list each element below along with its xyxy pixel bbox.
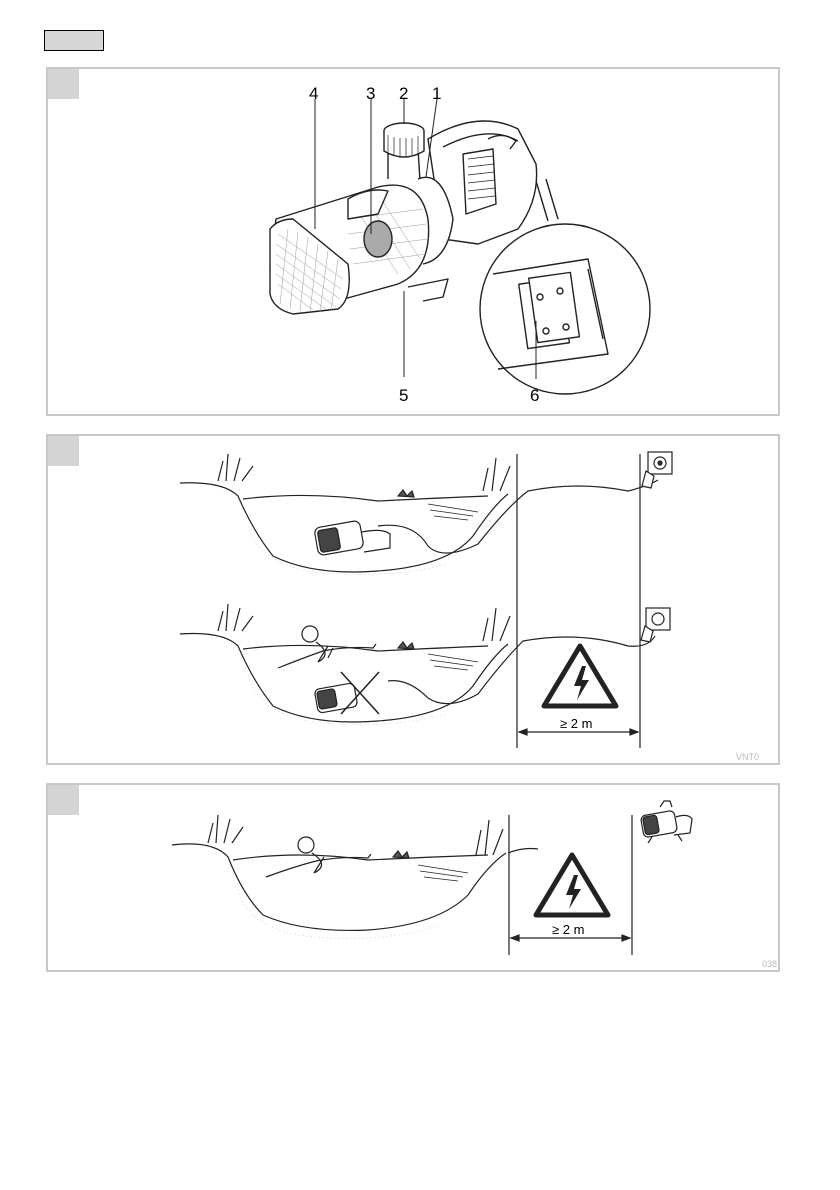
callout-4: 4 <box>309 84 318 103</box>
figure-pond-safety-distance: ≥ 2 m VNT0 <box>46 434 780 765</box>
image-code: 038 <box>762 959 777 969</box>
distance-label: ≥ 2 m <box>552 922 584 937</box>
callout-3: 3 <box>366 84 375 103</box>
pond-safety-illustration: ≥ 2 m <box>48 436 778 763</box>
distance-label: ≥ 2 m <box>560 716 592 731</box>
figure-pump-components: 4 3 2 1 5 6 <box>46 67 780 416</box>
image-code: VNT0 <box>736 752 759 762</box>
language-marker-box <box>44 30 104 51</box>
callout-6: 6 <box>530 386 539 405</box>
figure-pump-outside-pond: ≥ 2 m 038 <box>46 783 780 972</box>
pump-illustration: 4 3 2 1 5 6 <box>48 69 778 414</box>
callout-2: 2 <box>399 84 408 103</box>
callout-1: 1 <box>432 84 441 103</box>
pump-outside-illustration: ≥ 2 m <box>48 785 778 970</box>
callout-5: 5 <box>399 386 408 405</box>
